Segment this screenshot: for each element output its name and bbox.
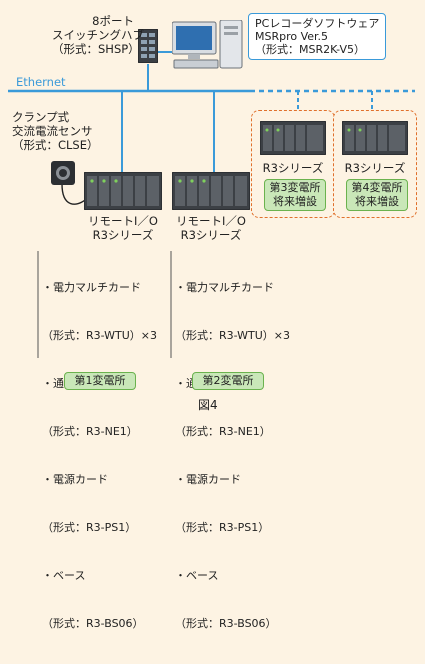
station2-item: （形式：R3-BS06）: [175, 617, 277, 630]
station2-tag: 第2変電所: [192, 372, 264, 390]
remote2-label-line2: R3シリーズ: [180, 228, 242, 242]
future4-tag: 第4変電所 将来増設: [346, 179, 408, 211]
station2-item: ・電源カード: [175, 473, 241, 486]
switch-label-line3: （形式：SHSP）: [52, 42, 140, 56]
clamp-sensor-icon: [50, 160, 76, 186]
remote1-label: リモートI／O R3シリーズ: [80, 214, 166, 242]
future3-name-line1: 第3変電所: [269, 181, 321, 194]
sensor-label-line2: 交流電流センサ: [12, 124, 93, 138]
future4-name-line2: 将来増設: [355, 195, 399, 208]
station1-item: （形式：R3-WTU）×3: [42, 329, 158, 342]
remote-io-unit-1-icon: [83, 171, 163, 211]
switching-hub-icon: [137, 28, 159, 64]
station1-item: （形式：R3-BS06）: [42, 617, 144, 630]
switch-label-line2: スイッチングハブ: [52, 28, 144, 42]
switch-label: 8ポート スイッチングハブ （形式：SHSP）: [52, 14, 144, 56]
remote2-label-line1: リモートI／O: [176, 214, 246, 228]
pc-callout-line2: MSRpro Ver.5: [255, 30, 329, 43]
future3-tag: 第3変電所 将来増設: [264, 179, 326, 211]
station2-item: ・電力マルチカード: [175, 281, 274, 294]
sensor-label-line1: クランプ式: [12, 110, 70, 124]
future-station-4-box: R3シリーズ 第4変電所 将来増設: [333, 110, 417, 218]
sensor-label-line3: （形式：CLSE）: [12, 138, 99, 152]
station2-item: （形式：R3-WTU）×3: [175, 329, 291, 342]
pc-icon: [171, 19, 244, 70]
future4-series: R3シリーズ: [344, 161, 406, 175]
station1-component-list: ・電力マルチカード （形式：R3-WTU）×3 ・通信カード （形式：R3-NE…: [42, 248, 157, 664]
station1-item: ・電力マルチカード: [42, 281, 141, 294]
remote1-label-line2: R3シリーズ: [92, 228, 154, 242]
remote-io-unit-2-icon: [171, 171, 251, 211]
station1-item: ・電源カード: [42, 473, 108, 486]
station1-item: （形式：R3-NE1）: [42, 425, 138, 438]
future3-name-line2: 将来増設: [273, 195, 317, 208]
switch-label-line1: 8ポート: [92, 14, 134, 28]
station1-item: ・ベース: [42, 569, 86, 582]
station2-item: （形式：R3-PS1）: [175, 521, 270, 534]
station1-tag: 第1変電所: [64, 372, 136, 390]
future3-series: R3シリーズ: [262, 161, 324, 175]
sensor-label: クランプ式 交流電流センサ （形式：CLSE）: [12, 110, 99, 152]
pc-software-callout: PCレコーダソフトウェア MSRpro Ver.5 （形式：MSR2K-V5）: [248, 13, 387, 60]
station2-item: （形式：R3-NE1）: [175, 425, 271, 438]
remote-io-unit-4-icon: [341, 120, 409, 156]
future-station-3-box: R3シリーズ 第3変電所 将来増設: [251, 110, 335, 218]
remote-io-unit-3-icon: [259, 120, 327, 156]
pc-callout-line1: PCレコーダソフトウェア: [255, 17, 380, 30]
station2-item: ・ベース: [175, 569, 219, 582]
station2-component-list: ・電力マルチカード （形式：R3-WTU）×3 ・通信カード （形式：R3-NE…: [175, 248, 290, 664]
station1-item: （形式：R3-PS1）: [42, 521, 137, 534]
figure-caption: 図4: [198, 398, 218, 412]
ethernet-label: Ethernet: [16, 75, 66, 89]
future4-name-line1: 第4変電所: [351, 181, 403, 194]
network-diagram: 8ポート スイッチングハブ （形式：SHSP） PCレコーダソフトウェア MSR…: [8, 13, 417, 630]
remote1-label-line1: リモートI／O: [88, 214, 158, 228]
remote2-label: リモートI／O R3シリーズ: [168, 214, 254, 242]
pc-callout-line3: （形式：MSR2K-V5）: [255, 43, 366, 56]
